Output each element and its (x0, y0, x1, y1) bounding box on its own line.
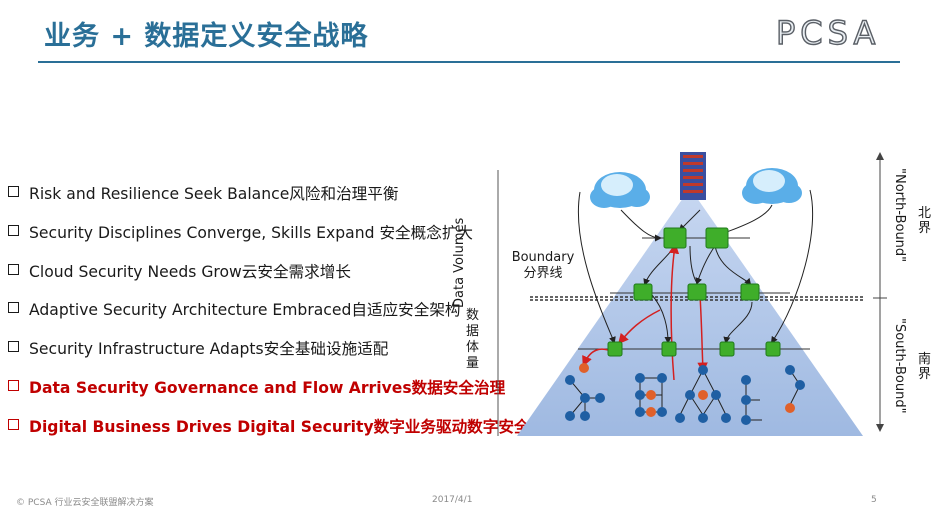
bullet-text: Risk and Resilience Seek Balance风险和治理平衡 (29, 185, 399, 203)
bullet-text: Security Infrastructure Adapts安全基础设施适配 (29, 340, 389, 359)
bullet-item: Adaptive Security Architecture Embraced自… (4, 298, 530, 337)
data-volumes-label: Data Volumes (452, 217, 467, 308)
bullet-text: Security Disciplines Converge, Skills Ex… (29, 223, 474, 242)
cloud-right-icon (742, 168, 802, 204)
checkbox-bullet-icon (8, 302, 19, 314)
south-bound-label-cn: 南界 (918, 352, 932, 382)
checkbox-bullet-icon (8, 263, 19, 275)
database-server-icon (680, 152, 706, 200)
bullet-item-highlight: Data Security Governance and Flow Arrive… (4, 376, 530, 415)
north-bound-label-cn: 北界 (918, 206, 932, 236)
bullet-item: Risk and Resilience Seek Balance风险和治理平衡 (4, 182, 530, 221)
checkbox-bullet-icon (8, 379, 19, 391)
checkbox-bullet-icon (8, 186, 19, 197)
bullet-item: Cloud Security Needs Grow云安全需求增长 (4, 260, 530, 299)
boundary-label-cn: 分界线 (523, 266, 563, 281)
bullet-text: Adaptive Security Architecture Embraced自… (29, 301, 461, 320)
checkbox-bullet-icon (8, 224, 19, 236)
bullet-item-highlight: Digital Business Drives Digital Security… (4, 415, 530, 454)
bullet-text: Digital Business Drives Digital Security… (29, 417, 530, 436)
boundary-label: Boundary 分界线 (504, 250, 582, 282)
data-volumes-label-cn: 数据体量 (466, 308, 480, 371)
bullet-item: Security Infrastructure Adapts安全基础设施适配 (4, 337, 530, 376)
orange-node-group (579, 363, 795, 417)
pcsa-logo: PCSA (775, 13, 881, 52)
bullet-item: Security Disciplines Converge, Skills Ex… (4, 221, 530, 260)
blue-node-group (565, 365, 805, 425)
boundary-label-en: Boundary (511, 250, 575, 265)
cloud-left-icon (590, 172, 650, 208)
north-bound-label: "North-Bound" (892, 168, 907, 263)
checkbox-bullet-icon (8, 418, 19, 430)
footer-copyright: © PCSA 行业云安全联盟解决方案 (16, 498, 154, 508)
data-pyramid (517, 188, 863, 436)
bullet-text: Data Security Governance and Flow Arrive… (29, 378, 506, 397)
right-scale-top-arrow (876, 152, 884, 160)
checkbox-bullet-icon (8, 341, 19, 353)
right-scale-bottom-arrow (876, 424, 884, 432)
page-title: 业务 + 数据定义安全战略 (44, 21, 369, 52)
title-divider (38, 61, 900, 63)
footer-date: 2017/4/1 (432, 495, 473, 505)
footer-page-number: 5 (871, 495, 877, 505)
bullet-list: Risk and Resilience Seek Balance风险和治理平衡 … (4, 182, 530, 454)
bullet-text: Cloud Security Needs Grow云安全需求增长 (29, 262, 351, 281)
south-bound-label: "South-Bound" (892, 318, 907, 414)
security-architecture-diagram (497, 152, 887, 436)
green-node-group (607, 227, 781, 357)
